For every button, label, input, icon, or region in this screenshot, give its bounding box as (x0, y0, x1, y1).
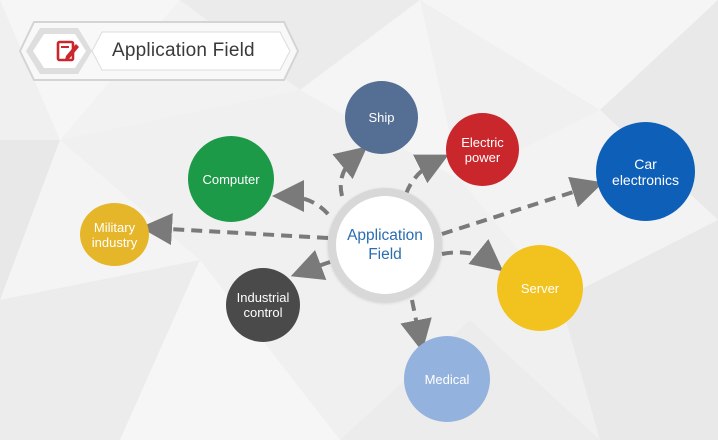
node-industrial-control: Industrial control (226, 268, 300, 342)
center-label: Application Field (336, 196, 434, 294)
center-label-line1: Application (347, 227, 423, 244)
node-medical-label: Medical (424, 371, 470, 387)
node-server-label: Server (520, 280, 560, 296)
node-computer: Computer (188, 136, 274, 222)
node-computer-label: Computer (202, 171, 260, 187)
node-ship-label: Ship (368, 110, 395, 125)
edit-note-icon (52, 36, 82, 66)
arrow-to-computer (272, 180, 330, 216)
node-car-electronics-label: Car electronics (612, 155, 679, 188)
arrow-to-industrial-control (290, 249, 331, 280)
node-server: Server (497, 245, 583, 331)
node-ship: Ship (345, 81, 418, 154)
node-military-industry-label: Military industry (91, 219, 138, 250)
arrow-to-medical (400, 299, 432, 352)
arrow-to-electric-power (404, 154, 449, 195)
center-node: Application Field (328, 188, 442, 302)
node-military-industry: Military industry (80, 203, 149, 266)
node-electric-power-label: Electric power (461, 134, 504, 165)
header-badge: Application Field (18, 20, 300, 82)
arrow-to-car-electronics (441, 176, 604, 236)
node-industrial-control-label: Industrial control (236, 290, 290, 320)
center-label-line2: Field (368, 246, 402, 263)
arrow-to-ship (332, 146, 368, 197)
arrow-to-server (441, 239, 504, 272)
node-car-electronics: Car electronics (596, 122, 695, 221)
header-title: Application Field (112, 40, 255, 61)
node-electric-power: Electric power (446, 113, 519, 186)
node-medical: Medical (404, 336, 490, 422)
arrow-to-military-industry (140, 213, 329, 246)
